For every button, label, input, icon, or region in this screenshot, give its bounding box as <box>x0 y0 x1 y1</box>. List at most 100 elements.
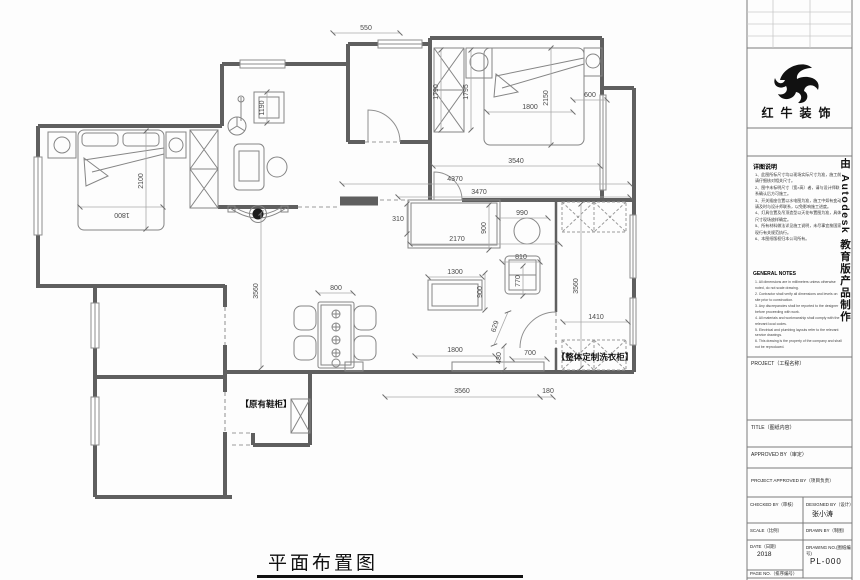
plan-label-layer: 【整体定制洗衣柜】【原有鞋柜】 <box>240 352 633 409</box>
dimension-label: 700 <box>524 350 536 357</box>
dimension-label: 2150 <box>543 90 550 106</box>
sofa <box>504 255 541 295</box>
notes-title: 详图说明 <box>753 165 778 171</box>
room-annotation: 【原有鞋柜】 <box>240 399 291 409</box>
title-label: TITLE（图纸内容） <box>751 425 795 431</box>
dimension-label: 810 <box>515 254 527 261</box>
window-icon <box>629 297 637 346</box>
desk-chair <box>227 116 247 136</box>
nightstand <box>165 131 187 159</box>
note-item: 2. Contractor shall verify all dimension… <box>755 291 838 302</box>
bed-left <box>77 129 165 231</box>
drawn-by-label: DRAWN BY（制图） <box>806 528 848 533</box>
dimension-label: 3560 <box>454 388 470 395</box>
page-no-label: PAGE NO.（排序编号） <box>750 571 798 576</box>
bathroom-door <box>367 109 401 143</box>
kitchen-counter <box>407 199 501 249</box>
general-notes-list: 1. All dimensions are in millimeters unl… <box>755 280 843 351</box>
round-table <box>513 217 541 245</box>
dimension-label: 550 <box>360 25 372 32</box>
dimension-label: 900 <box>481 222 488 234</box>
wardrobe-right <box>433 47 465 133</box>
scale-label: SCALE（比例） <box>750 528 782 533</box>
side-table <box>266 156 288 178</box>
shoe-cabinet <box>290 398 311 434</box>
dimension-label: 1190 <box>259 100 266 115</box>
plan-title-underline <box>257 575 523 578</box>
note-item: 2、图中未标明尺寸（宽×高）者，请与设计师联系确认后方可施工。 <box>755 184 840 197</box>
note-item: 1. All dimensions are in millimeters unl… <box>755 280 836 290</box>
bedroom-door <box>433 171 463 201</box>
dimension-label: 1790 <box>433 84 440 100</box>
wardrobe-left <box>189 129 219 209</box>
nightstand <box>465 47 493 79</box>
window-icon <box>629 214 637 279</box>
dimension-label: 1410 <box>588 314 604 321</box>
bed-right <box>483 47 585 146</box>
balcony-door <box>519 311 557 349</box>
approved-by-label: APPROVED BY（审定） <box>751 452 807 458</box>
window-icon <box>33 156 43 236</box>
note-item: 3. Any discrepancies shall be reported t… <box>755 303 839 314</box>
window-icon <box>90 396 100 446</box>
windows <box>33 39 637 446</box>
note-item: 1、此图所标尺寸均以现场实际尺寸为准，施工前请仔细核对相关尺寸。 <box>755 172 842 184</box>
dimension-label: 3560 <box>573 278 580 294</box>
designed-by-label: DESIGNED BY（设计） <box>806 502 854 507</box>
designer-name: 张小涛 <box>812 511 833 518</box>
tv-cabinet <box>451 361 545 372</box>
note-item: 6. This drawing is the property of the c… <box>755 339 842 350</box>
plan-title: 平面布置图 <box>268 553 379 574</box>
dining-table <box>317 301 355 369</box>
dimension-label: 310 <box>392 216 404 223</box>
note-item: 3、开关插座位置以水电图为准，施工中如有变动请及时与设计师联系，以免影响施工进度… <box>755 197 842 209</box>
window-icon <box>377 39 423 49</box>
floor-lamp <box>237 95 245 121</box>
dining-chairs <box>293 305 377 361</box>
armchair <box>233 143 265 191</box>
dimension-label: 180 <box>542 388 554 395</box>
note-item: 4. All materials and workmanship shall c… <box>755 315 840 326</box>
dimension-label: 1300 <box>447 269 463 276</box>
dimension-label: 3540 <box>508 158 524 165</box>
notes-list: 1、此图所标尺寸均以现场实际尺寸为准，施工前请仔细核对相关尺寸。2、图中未标明尺… <box>755 172 843 242</box>
dimension-label: 600 <box>584 92 596 99</box>
dimension-label: 1800 <box>522 104 538 111</box>
note-item: 5、所有材料做法详见施工说明，未尽事宜按国家现行有关规范执行。 <box>755 223 842 235</box>
dimension-label: 990 <box>516 210 528 217</box>
window-icon <box>239 59 286 69</box>
entry-console <box>227 205 289 223</box>
general-notes-title: GENERAL NOTES <box>753 271 796 277</box>
dimension-label: 800 <box>330 285 342 292</box>
note-item: 6、本图纸版权归本公司所有。 <box>755 235 810 241</box>
window-icon <box>599 94 607 191</box>
nightstand <box>47 131 77 159</box>
project-approved-label: PROJECT APPROVED BY（项目负责） <box>751 478 834 483</box>
dimension-label: 3560 <box>253 283 260 299</box>
room-annotation: 【整体定制洗衣柜】 <box>557 352 634 362</box>
drawing-no-value: PL-000 <box>810 557 842 566</box>
desk <box>253 91 285 124</box>
nightstand <box>583 47 603 77</box>
drawing-no-label: DRAWING NO.(图纸编号) <box>806 545 851 556</box>
dimension-label: 480 <box>496 352 503 364</box>
titleblock-rules <box>746 0 853 580</box>
furniture <box>47 47 603 434</box>
checked-by-label: CHECKED BY（审核） <box>750 502 797 507</box>
dimension-label: 2170 <box>449 236 465 243</box>
company-name: 红牛装饰 <box>761 106 838 120</box>
dimension-label: 770 <box>515 275 522 287</box>
opening-dashes <box>224 141 557 446</box>
dimension-label: 900 <box>477 286 484 298</box>
project-label: PROJECT（工程名称） <box>751 361 805 367</box>
dimension-label: 2100 <box>138 173 145 189</box>
dimension-label: 1795 <box>463 84 470 100</box>
dimension-label: 3470 <box>471 189 487 196</box>
date-label: DATE（日期） <box>750 544 779 549</box>
coffee-table <box>427 279 483 311</box>
door-arcs <box>367 109 557 349</box>
window-icon <box>90 302 100 349</box>
